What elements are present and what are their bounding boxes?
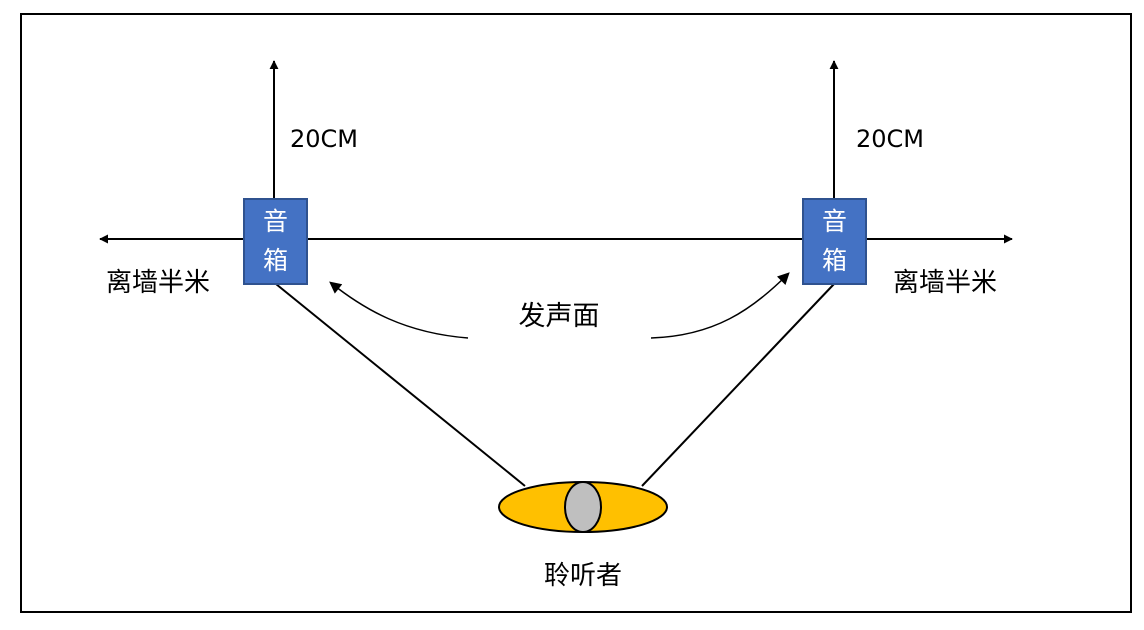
listener-head <box>564 481 602 533</box>
sound-face-label: 发声面 <box>519 301 600 332</box>
speaker-left-label-top: 音 <box>263 207 288 236</box>
speaker-left-box <box>243 198 308 285</box>
listener-label: 聆听者 <box>544 561 622 591</box>
back-distance-label-left: 20CM <box>290 125 358 153</box>
back-distance-label-right: 20CM <box>856 125 924 153</box>
sound-face-arrow-left <box>329 281 469 339</box>
speaker-left-label-bottom: 箱 <box>263 246 288 275</box>
speaker-left: 音 箱 <box>243 198 308 285</box>
speaker-right-label-bottom: 箱 <box>822 246 847 275</box>
side-distance-label-left: 离墙半米 <box>106 268 210 298</box>
listening-line-right <box>641 283 835 487</box>
listener-figure <box>498 481 668 533</box>
speaker-right-box <box>802 198 867 285</box>
speaker-right-label-top: 音 <box>822 207 847 236</box>
sound-face-arrow-right <box>650 272 790 339</box>
diagram-frame <box>20 13 1132 613</box>
speaker-right: 音 箱 <box>802 198 867 285</box>
listening-line-left <box>275 283 526 487</box>
side-distance-label-right: 离墙半米 <box>893 268 997 298</box>
